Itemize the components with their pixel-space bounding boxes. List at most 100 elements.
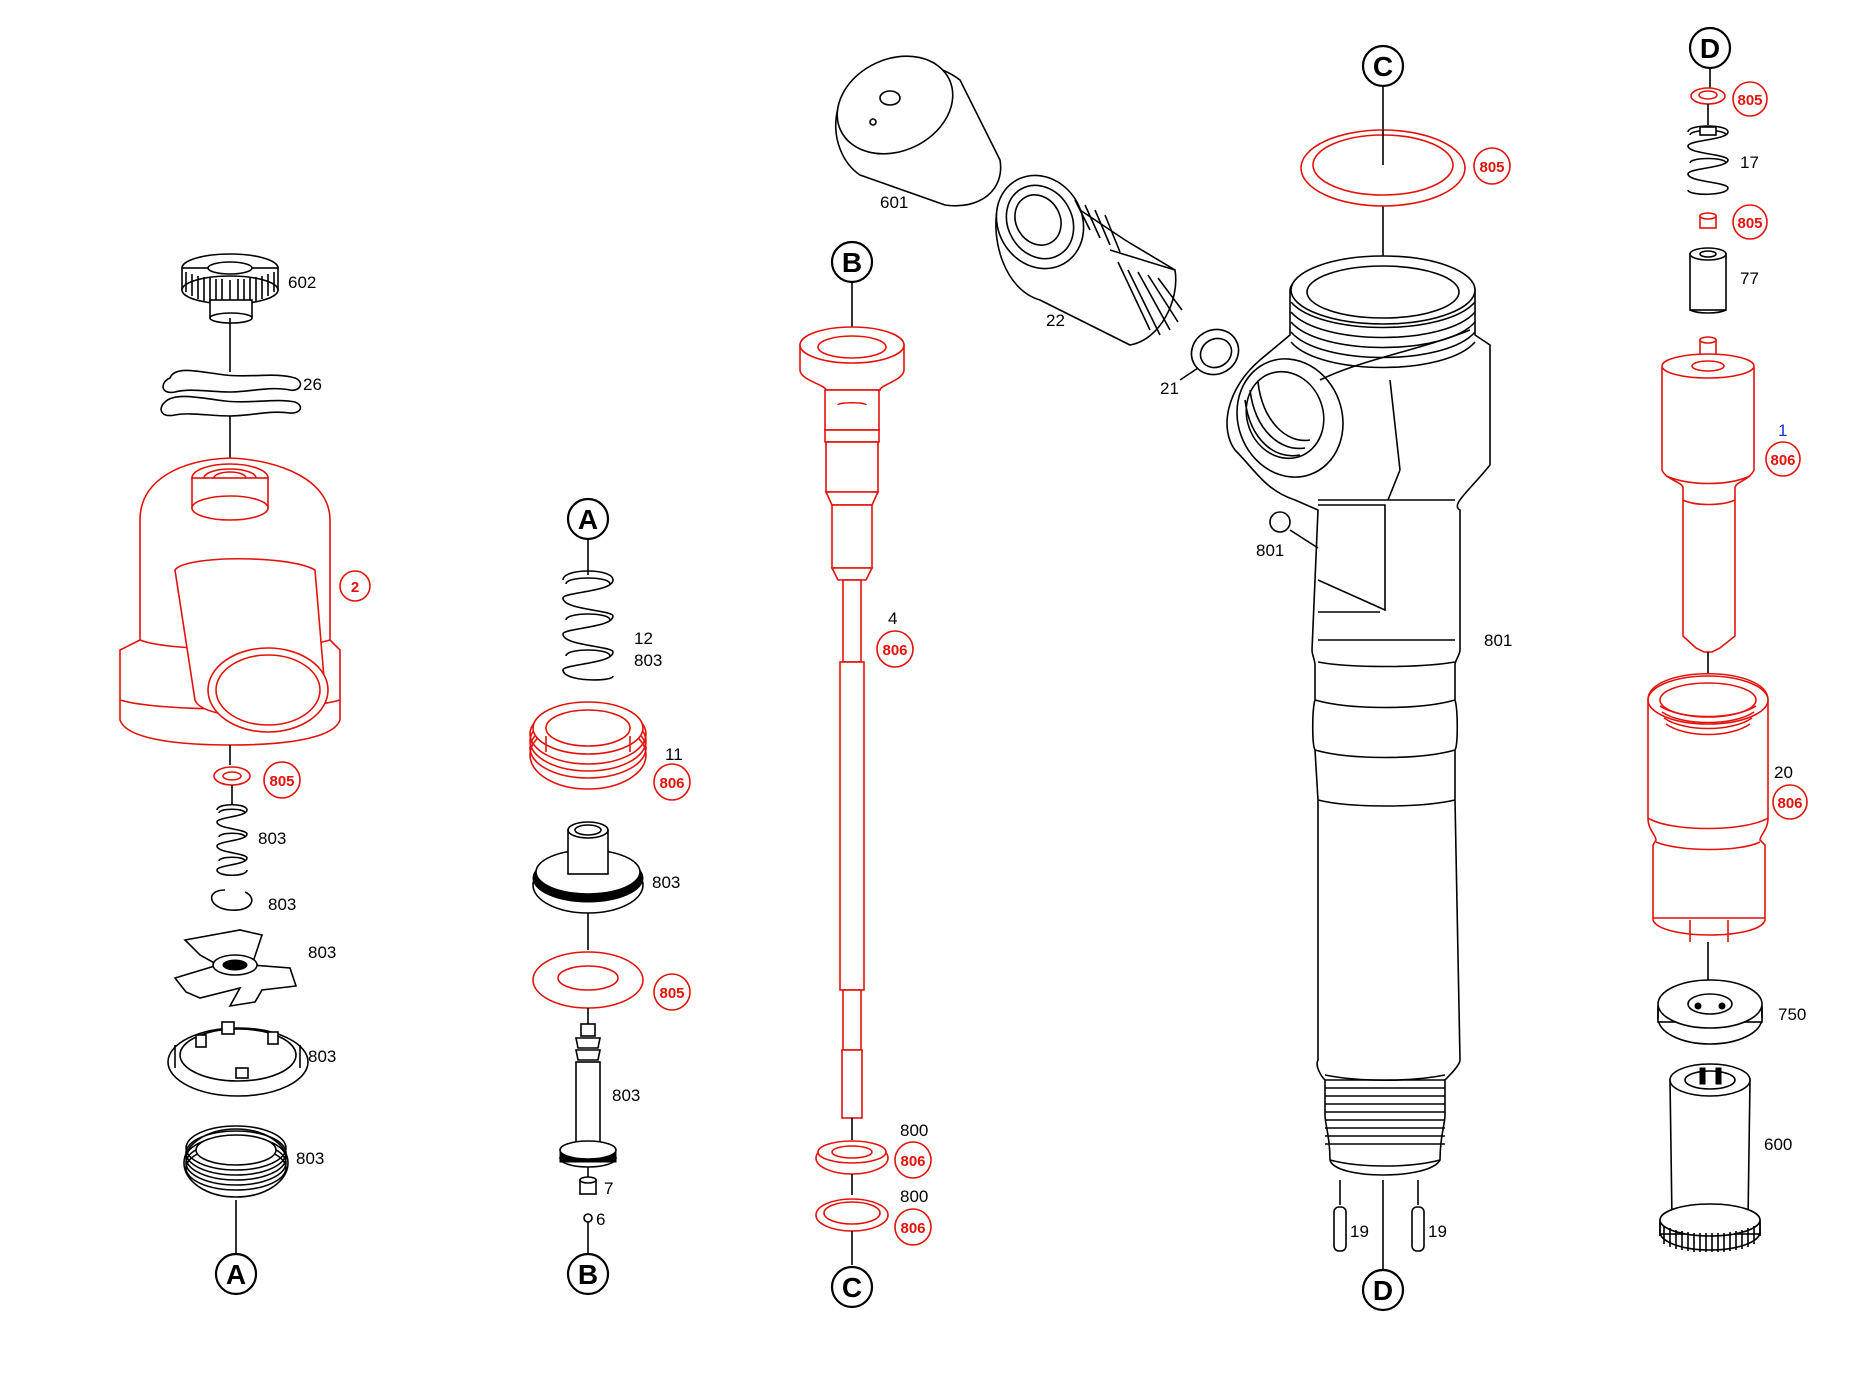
spacer-750 <box>1657 979 1763 1045</box>
label-800-a: 800 <box>900 1121 928 1140</box>
valve-rod-4 <box>799 326 905 1119</box>
nut-600 <box>1659 1063 1761 1252</box>
svg-text:806: 806 <box>882 642 907 659</box>
svg-text:B: B <box>578 1259 598 1290</box>
connector-c-bottom: C <box>830 1265 874 1309</box>
svg-text:806: 806 <box>900 1220 925 1237</box>
red-ring-800-a <box>815 1140 889 1175</box>
inlet-fitting-22 <box>995 174 1183 346</box>
label-801-body: 801 <box>1484 631 1512 650</box>
spring-12 <box>562 570 614 681</box>
svg-text:A: A <box>226 1259 246 1290</box>
callout-806-col2: 806 <box>653 763 691 801</box>
label-801-ball: 801 <box>1256 541 1284 560</box>
connector-a-bottom: A <box>214 1252 258 1296</box>
svg-text:805: 805 <box>659 985 684 1002</box>
svg-text:805: 805 <box>269 773 294 790</box>
label-803-ring: 803 <box>308 1047 336 1066</box>
svg-text:B: B <box>842 247 862 278</box>
seal-ring-21 <box>1190 328 1240 376</box>
label-12: 12 <box>634 629 653 648</box>
red-oring-800-b <box>815 1198 889 1232</box>
label-803-col2-spring: 803 <box>634 651 662 670</box>
connector-b-bottom: B <box>566 1252 610 1296</box>
red-nut-11 <box>529 701 647 790</box>
svg-text:C: C <box>842 1272 862 1303</box>
sleeve-77 <box>1689 247 1727 314</box>
red-washer-805-col5-top <box>1690 87 1726 105</box>
label-803-clip: 803 <box>268 895 296 914</box>
label-601: 601 <box>880 193 908 212</box>
callout-806-col5-a: 806 <box>1765 441 1801 477</box>
label-803-spring: 803 <box>258 829 286 848</box>
label-19-left: 19 <box>1350 1222 1369 1241</box>
label-750: 750 <box>1778 1005 1806 1024</box>
label-19-right: 19 <box>1428 1222 1447 1241</box>
spring-17 <box>1687 125 1729 196</box>
label-803-piston: 803 <box>612 1086 640 1105</box>
callout-806-col3-a: 806 <box>876 630 914 668</box>
red-shim-805-col5 <box>1699 212 1717 229</box>
svg-text:805: 805 <box>1737 92 1762 109</box>
nozzle-nut-20 <box>1647 672 1769 942</box>
label-6: 6 <box>596 1210 605 1229</box>
svg-text:D: D <box>1700 33 1720 64</box>
label-17: 17 <box>1740 153 1759 172</box>
callout-805-col4: 805 <box>1473 147 1511 185</box>
label-803-armature: 803 <box>308 943 336 962</box>
svg-text:A: A <box>578 504 598 535</box>
callout-805-col2: 805 <box>653 973 691 1011</box>
svg-text:806: 806 <box>900 1153 925 1170</box>
pin-19-right <box>1411 1206 1425 1252</box>
label-803-nut: 803 <box>296 1149 324 1168</box>
injector-body <box>1226 255 1491 1176</box>
nozzle-1 <box>1661 336 1755 653</box>
connector-d-top: D <box>1688 26 1732 70</box>
pin-19-left <box>1333 1206 1347 1252</box>
svg-text:D: D <box>1373 1275 1393 1306</box>
valve-seat-803 <box>532 821 644 914</box>
label-1: 1 <box>1778 421 1787 440</box>
callout-805-col5-a: 805 <box>1732 81 1768 117</box>
label-7: 7 <box>604 1179 613 1198</box>
nut-ring-803 <box>183 1125 289 1198</box>
label-26: 26 <box>303 375 322 394</box>
callout-806-col3-b: 806 <box>894 1141 932 1179</box>
callout-2: 2 <box>339 570 371 602</box>
solenoid-housing-2 <box>119 457 341 746</box>
callout-805-col5-b: 805 <box>1732 204 1768 240</box>
circlip-803 <box>210 889 253 911</box>
callout-806-col3-c: 806 <box>894 1208 932 1246</box>
label-22: 22 <box>1046 311 1065 330</box>
callout-805-col1: 805 <box>263 761 301 799</box>
label-20: 20 <box>1774 763 1793 782</box>
ball-6 <box>583 1213 593 1223</box>
spring-803-col1 <box>216 803 248 877</box>
svg-text:806: 806 <box>659 775 684 792</box>
svg-text:805: 805 <box>1737 215 1762 232</box>
wire-clip-26 <box>160 369 302 417</box>
connector-c-top: C <box>1361 44 1405 88</box>
knurled-cap-602 <box>181 253 279 324</box>
svg-text:806: 806 <box>1770 452 1795 469</box>
connector-a-top: A <box>566 497 610 541</box>
label-803-seat: 803 <box>652 873 680 892</box>
red-washer-805-col1 <box>213 766 251 786</box>
svg-text:C: C <box>1373 51 1393 82</box>
label-11: 11 <box>665 745 683 764</box>
connector-d-bottom: D <box>1361 1268 1405 1312</box>
label-4: 4 <box>888 609 897 628</box>
protective-cap-601 <box>835 55 1002 207</box>
label-602: 602 <box>288 273 316 292</box>
label-800-b: 800 <box>900 1187 928 1206</box>
magnet-ring-803 <box>167 1021 309 1097</box>
label-77: 77 <box>1740 269 1759 288</box>
armature-plate-803 <box>173 929 298 1008</box>
ball-801 <box>1269 511 1291 533</box>
label-21: 21 <box>1160 379 1179 398</box>
label-600: 600 <box>1764 1135 1792 1154</box>
svg-text:806: 806 <box>1777 795 1802 812</box>
callout-806-col5-b: 806 <box>1772 784 1808 820</box>
small-sleeve-7 <box>579 1176 597 1195</box>
